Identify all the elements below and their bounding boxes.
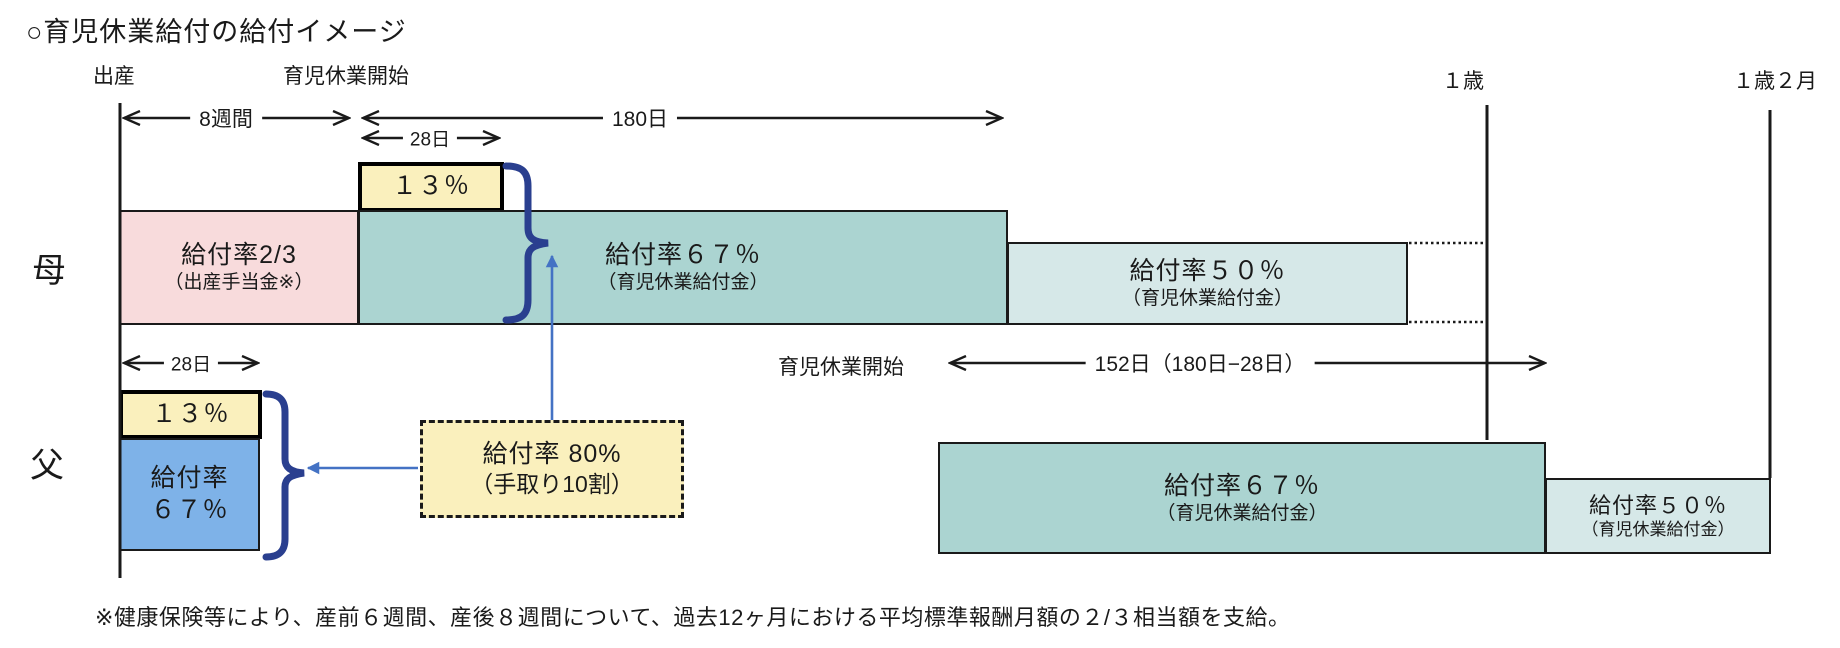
father-13pct-label: １３％ xyxy=(151,399,230,428)
footnote: ※健康保険等により、産前６週間、産後８週間について、過去12ヶ月における平均標準… xyxy=(95,605,1291,630)
father-benefit67-rate: 給付率６７％ xyxy=(1163,471,1320,500)
mother-13pct-label: １３％ xyxy=(391,172,470,201)
page-title: ○育児休業給付の給付イメージ xyxy=(26,17,407,47)
mother-maternity-rate: 給付率2/3 xyxy=(181,241,297,269)
mother-28days-label: 28日 xyxy=(402,124,458,152)
father-13pct-bonus-box: １３％ xyxy=(119,390,262,439)
father-28days-label: 28日 xyxy=(163,349,219,377)
mother-benefit67-rate: 給付率６７％ xyxy=(604,241,761,269)
mother-maternity-allowance-box: 給付率2/3 （出産手当金※） xyxy=(119,210,359,325)
152days-label: 152日（180日−28日） xyxy=(1085,348,1315,378)
8weeks-label: 8週間 xyxy=(190,103,262,133)
mother-benefit50-rate: 給付率５０％ xyxy=(1129,257,1286,285)
leave-start-label: 育児休業開始 xyxy=(283,65,409,88)
father-benefit50-note: （育児休業給付金） xyxy=(1581,520,1735,540)
callout-rate: 給付率 80% xyxy=(482,440,622,468)
father-benefit50-box: 給付率５０％ （育児休業給付金） xyxy=(1545,478,1771,554)
benefit80-callout-box: 給付率 80% （手取り10割） xyxy=(420,420,684,518)
mother-benefit50-box: 給付率５０％ （育児休業給付金） xyxy=(1007,242,1408,325)
leave-start-label-2: 育児休業開始 xyxy=(778,356,904,379)
father-brace xyxy=(262,390,305,561)
mother-row-label: 母 xyxy=(32,252,66,290)
mother-benefit67-note: （育児休業給付金） xyxy=(597,272,769,294)
mother-benefit67-box: 給付率６７％ （育児休業給付金） xyxy=(358,210,1008,325)
mother-13pct-bonus-box: １３％ xyxy=(358,162,504,212)
180days-label: 180日 xyxy=(602,103,678,133)
father-benefit67-small-line1: 給付率 xyxy=(150,464,229,493)
father-benefit67-small-box: 給付率 ６７％ xyxy=(119,438,260,551)
age1-2mo-label: １歳２月 xyxy=(1733,70,1817,93)
callout-note: （手取り10割） xyxy=(470,471,634,498)
birth-label: 出産 xyxy=(93,65,135,88)
mother-maternity-note: （出産手当金※） xyxy=(164,272,314,294)
age1-label: １歳 xyxy=(1442,70,1484,93)
father-benefit50-rate: 給付率５０％ xyxy=(1588,492,1727,518)
father-benefit67-box: 給付率６７％ （育児休業給付金） xyxy=(938,442,1546,554)
father-row-label: 父 xyxy=(30,447,64,485)
mother-benefit50-note: （育児休業給付金） xyxy=(1121,288,1293,310)
father-benefit67-note: （育児休業給付金） xyxy=(1156,502,1328,524)
father-benefit67-small-line2: ６７％ xyxy=(150,495,229,524)
